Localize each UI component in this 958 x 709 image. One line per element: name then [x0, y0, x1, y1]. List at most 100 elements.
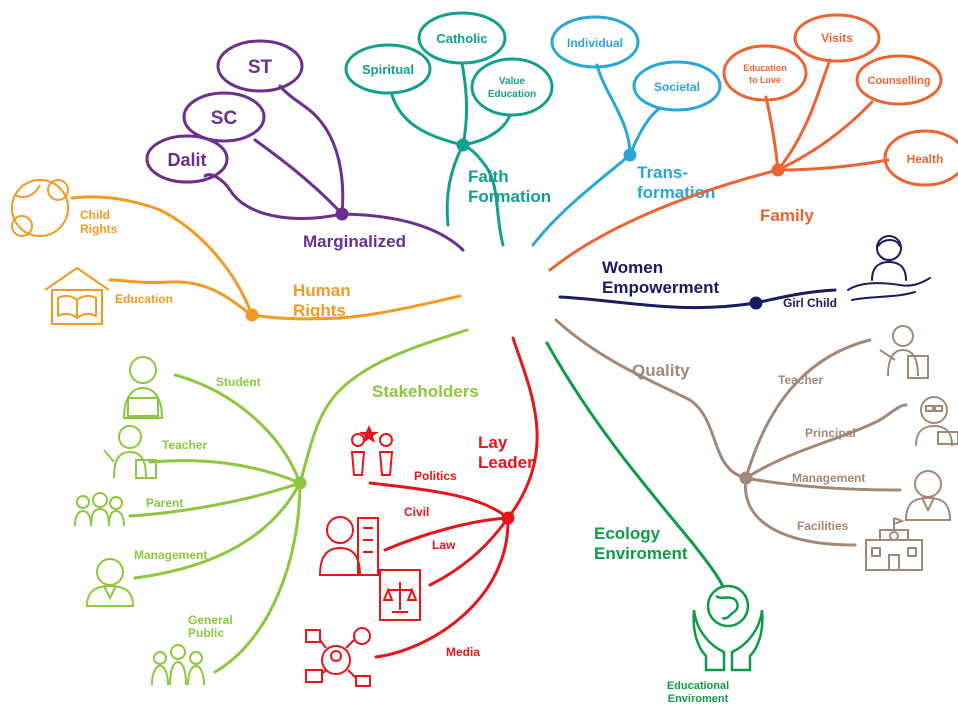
education-label: Education — [488, 89, 536, 100]
transformation-node — [623, 148, 637, 162]
girl-child-label: Girl Child — [783, 296, 837, 310]
lay-leader-node — [501, 511, 515, 525]
quality-node — [739, 471, 753, 485]
catholic-label: Catholic — [436, 31, 487, 46]
education-love-bubble — [722, 44, 808, 102]
transformation-texts: Trans- formation Individual Societal — [567, 36, 715, 202]
civil-label: Civil — [404, 505, 429, 519]
general-label: General — [188, 613, 233, 627]
marginalized-label: Marginalized — [303, 232, 406, 251]
spiritual-bubble — [344, 43, 432, 95]
quality-facilities-label: Facilities — [797, 519, 849, 533]
family-line-health — [776, 158, 890, 172]
faith-node — [456, 138, 470, 152]
societal-label: Societal — [654, 80, 700, 94]
family-node — [771, 163, 785, 177]
st-bubble — [216, 39, 304, 93]
quality-teacher-label: Teacher — [778, 373, 823, 387]
stakeholders-line-teacher — [148, 459, 302, 485]
child-rights-label-1: Child — [80, 208, 110, 222]
marginalized-node — [335, 207, 349, 221]
lay-leader-texts: Lay Leader Politics Civil Law Media — [404, 433, 534, 659]
human-rights-texts: Human Rights Child Rights Education — [80, 208, 351, 320]
student-icon — [122, 356, 164, 419]
faith-line-spiritual — [390, 93, 465, 147]
women-node — [749, 296, 763, 310]
child-rights-label-2: Rights — [80, 222, 118, 236]
branch-quality — [554, 318, 908, 547]
facilities-school-icon — [865, 517, 923, 571]
transformation-label-1: Trans- — [637, 163, 688, 182]
education-label-hr: Education — [115, 292, 173, 306]
visits-bubble — [793, 13, 881, 63]
dalit-bubble — [145, 134, 229, 184]
child-rights-globe-icon — [11, 179, 69, 237]
branch-lay-leader — [368, 336, 539, 659]
faith-line-value — [461, 113, 512, 147]
lay-leader-main-line — [506, 336, 539, 520]
women-label-1: Women — [602, 258, 663, 277]
catholic-bubble — [417, 11, 507, 65]
quality-line-teacher — [744, 338, 872, 480]
lay-leader-label-1: Lay — [478, 433, 508, 452]
faith-label-2: Formation — [468, 187, 551, 206]
human-rights-label-2: Rights — [293, 301, 346, 320]
media-label: Media — [446, 645, 480, 659]
value-label: Value — [499, 76, 526, 87]
health-label: Health — [907, 152, 944, 166]
education-to-love-label-2: to Love — [749, 75, 781, 85]
parent-group-icon — [74, 492, 125, 527]
stakeholders-main-line — [298, 328, 469, 485]
women-texts: Women Empowerment Girl Child — [602, 258, 837, 310]
civil-building-icon — [318, 516, 379, 576]
parent-label: Parent — [146, 496, 183, 510]
human-rights-node — [245, 308, 259, 322]
stakeholders-texts: Stakeholders Student Teacher Parent Mana… — [134, 375, 479, 640]
teacher-icon — [879, 325, 929, 379]
human-rights-label-1: Human — [293, 281, 351, 300]
management-icon — [904, 470, 952, 521]
transformation-label-2: formation — [637, 183, 715, 202]
faith-main-low — [445, 143, 465, 227]
transformation-line-societal — [628, 106, 662, 157]
quality-label: Quality — [632, 361, 690, 380]
quality-management-label: Management — [792, 471, 865, 485]
individual-label: Individual — [567, 36, 623, 50]
branch-faith — [344, 11, 554, 247]
marginalized-line-dalit — [203, 173, 344, 220]
law-label: Law — [432, 538, 456, 552]
quality-line-principal — [744, 403, 908, 480]
quality-line-management — [744, 476, 902, 492]
family-line-education-love — [764, 95, 780, 172]
branch-stakeholders — [128, 328, 469, 674]
politics-label: Politics — [414, 469, 457, 483]
faith-label-1: Faith — [468, 167, 509, 186]
principal-icon — [915, 396, 958, 447]
ecology-main-line — [545, 341, 724, 587]
ecology-texts: Ecology Enviroment Educational Enviromen… — [594, 524, 729, 705]
politics-podium-icon — [350, 425, 394, 476]
stakeholders-line-parent — [128, 481, 302, 518]
faith-line-catholic — [460, 61, 469, 147]
lay-leader-line-law — [428, 516, 510, 587]
human-rights-main-line — [250, 294, 462, 321]
health-bubble — [883, 129, 958, 187]
stakeholders-line-public — [213, 481, 302, 674]
family-label: Family — [760, 206, 814, 225]
counselling-bubble — [855, 54, 943, 106]
value-education-bubble — [470, 57, 554, 117]
branch-women — [558, 288, 837, 310]
stakeholder-teacher-icon — [103, 425, 157, 479]
marginalized-line-st — [278, 84, 345, 216]
education-to-love-label-1: Education — [743, 63, 787, 73]
branch-ecology — [545, 341, 724, 587]
media-network-icon — [305, 627, 371, 687]
faith-main-line — [461, 143, 505, 247]
lay-leader-label-2: Leader — [478, 453, 534, 472]
sc-bubble — [182, 91, 266, 143]
ecology-label-2: Enviroment — [594, 544, 688, 563]
lay-leader-line-politics — [368, 481, 510, 520]
ecology-label-1: Ecology — [594, 524, 661, 543]
